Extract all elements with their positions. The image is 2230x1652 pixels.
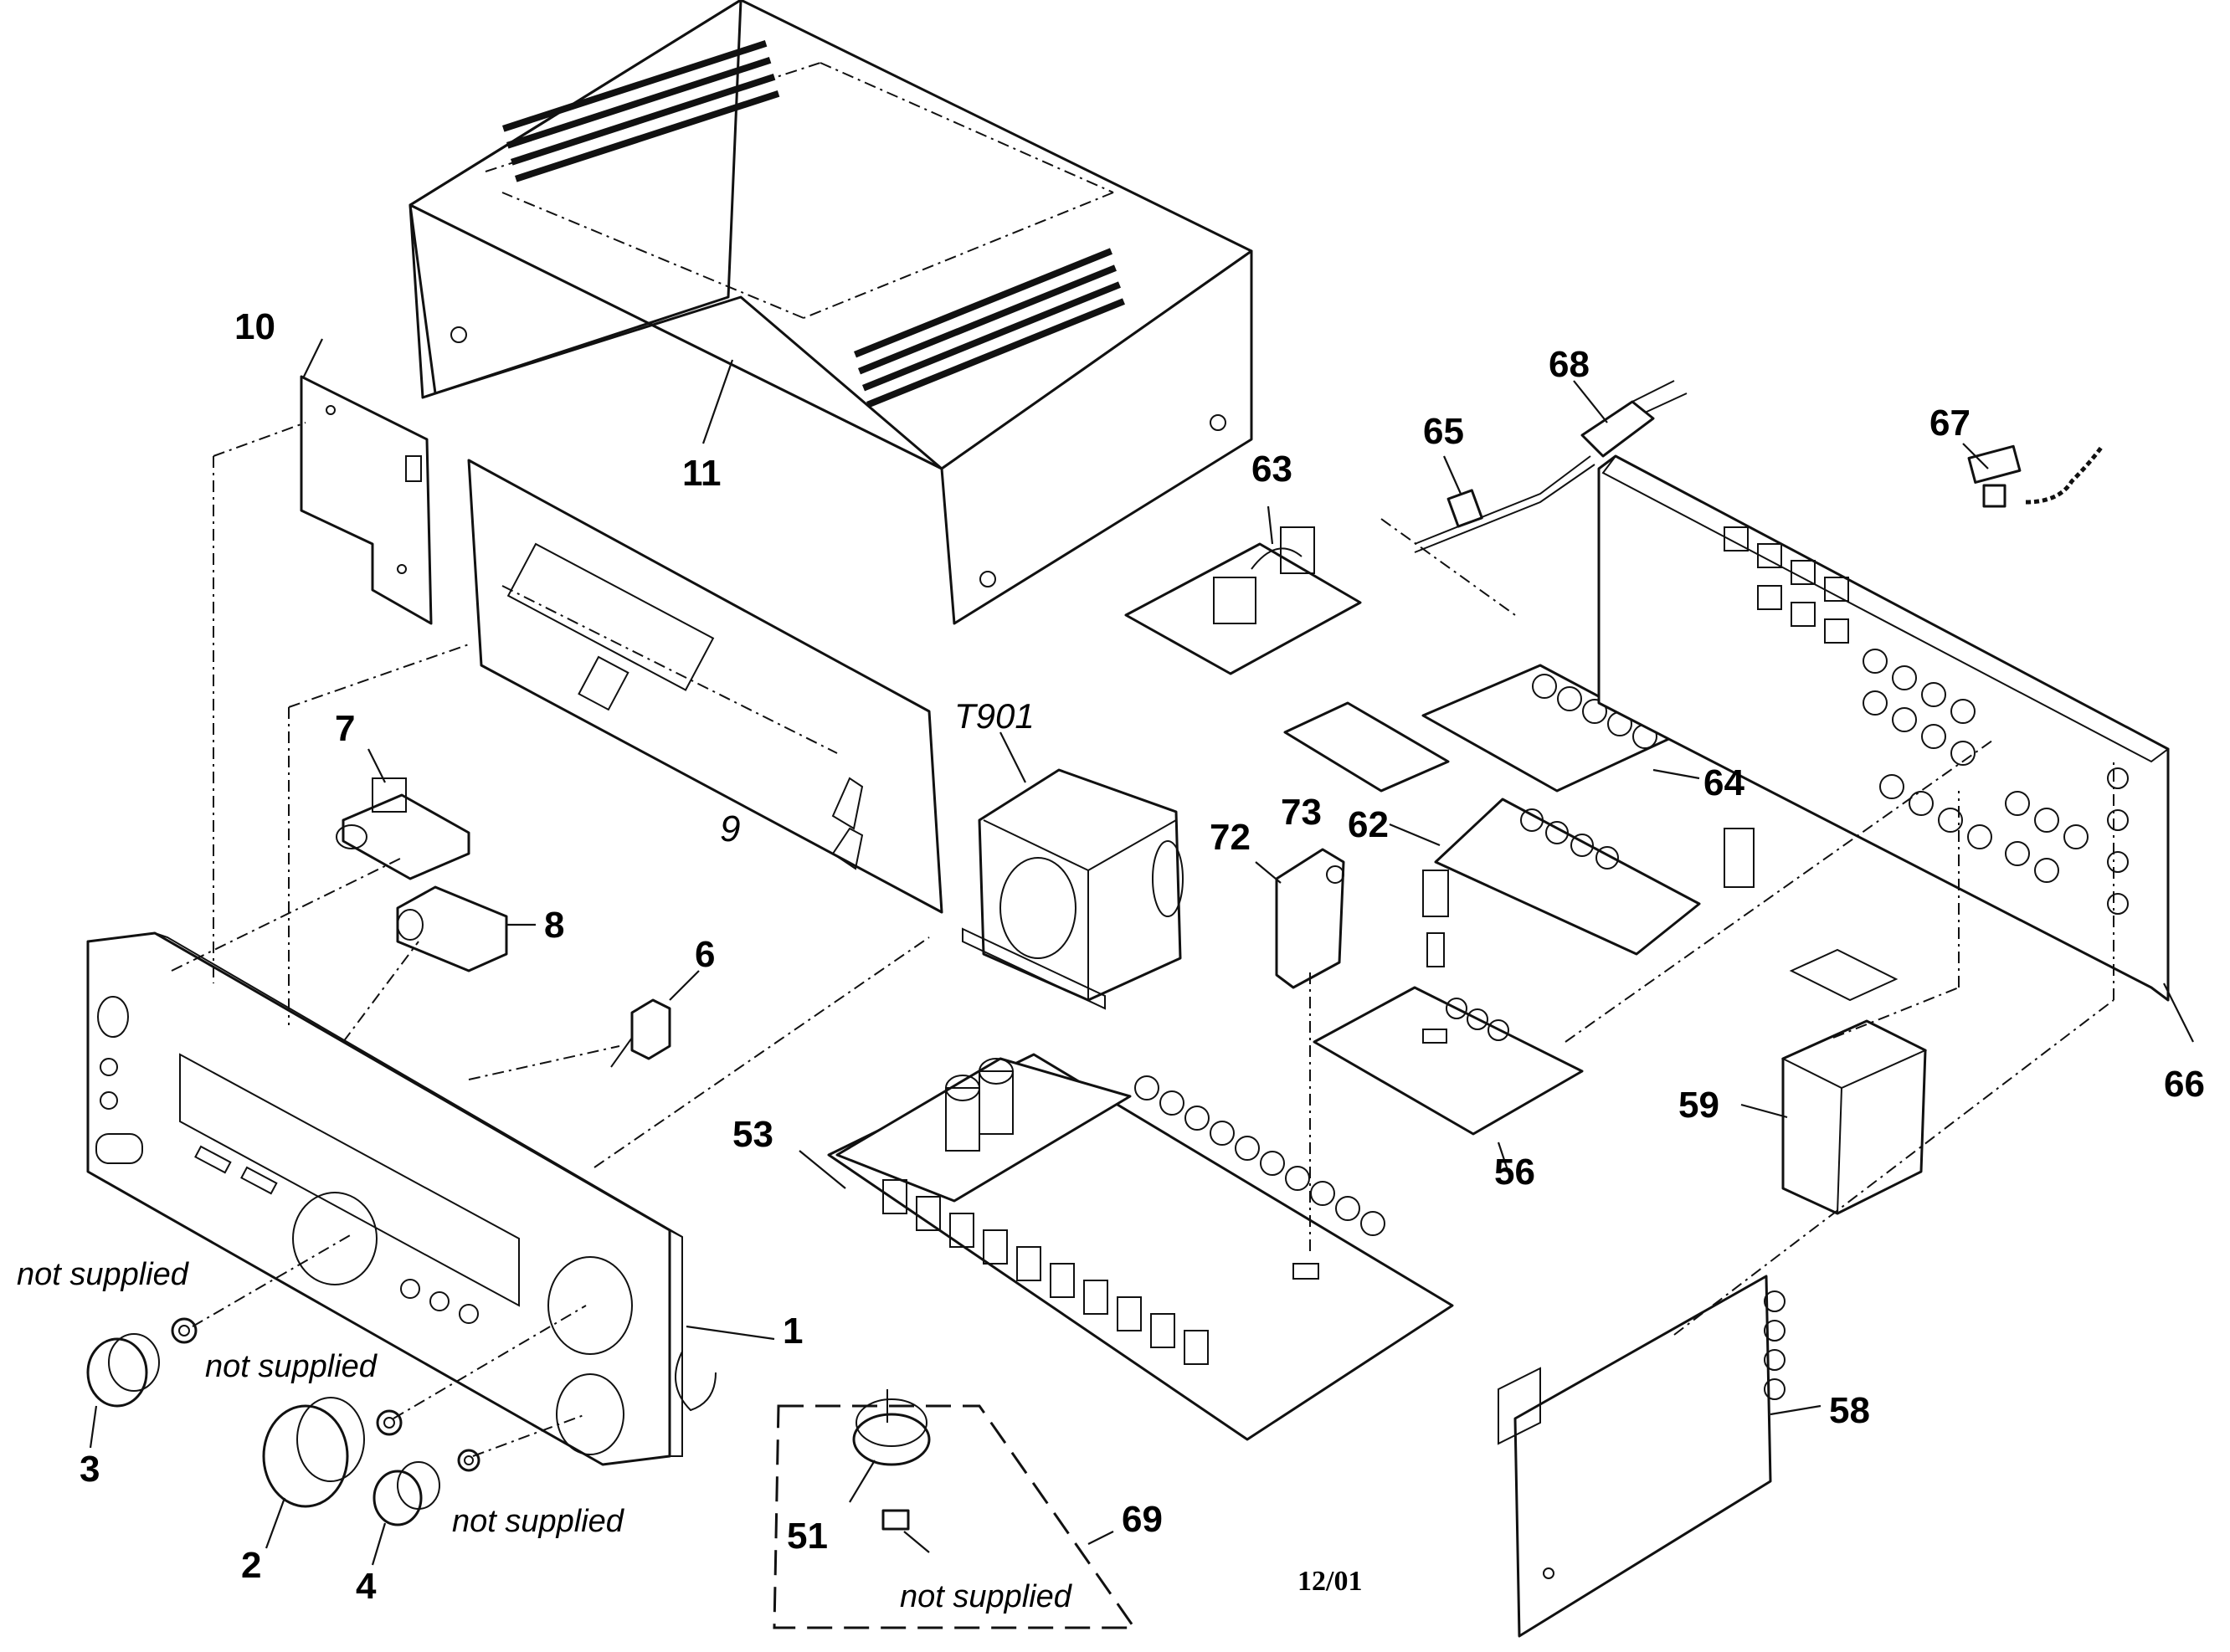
label-73: 73 <box>1281 792 1322 833</box>
label-3: 3 <box>80 1449 100 1490</box>
label-68: 68 <box>1549 344 1590 385</box>
label-11: 11 <box>682 453 722 494</box>
label-51: 51 <box>787 1516 828 1557</box>
front-panel-1 <box>86 931 775 1466</box>
knob-4 <box>371 1461 440 1566</box>
label-1: 1 <box>783 1311 803 1352</box>
switch-6 <box>610 970 700 1068</box>
note-not-supplied-3: not supplied <box>452 1504 625 1539</box>
label-58: 58 <box>1829 1390 1870 1431</box>
switch-8 <box>396 885 536 972</box>
notes: not supplied not supplied not supplied n… <box>17 1257 1362 1614</box>
note-not-supplied-4: not supplied <box>900 1579 1073 1614</box>
label-59: 59 <box>1678 1085 1719 1126</box>
rear-panel-66 <box>1597 454 2194 1043</box>
washer-2 <box>376 1409 403 1436</box>
power-amp-board-53 <box>799 1053 1454 1441</box>
label-67: 67 <box>1929 403 1971 444</box>
label-72: 72 <box>1210 817 1251 858</box>
label-65: 65 <box>1423 411 1464 452</box>
clamp-65 <box>1442 455 1483 528</box>
bracket-72 <box>1255 848 1345 989</box>
part-67 <box>1962 443 2103 508</box>
group-69-outline <box>773 1404 1137 1629</box>
pcb-63 <box>1124 505 1362 675</box>
transformer-t901 <box>962 731 1184 1010</box>
note-not-supplied-1: not supplied <box>17 1257 190 1292</box>
date-code: 12/01 <box>1297 1566 1362 1597</box>
washer-4 <box>457 1449 480 1472</box>
pcb-73 <box>1283 701 1450 793</box>
transistor-row <box>882 1179 1209 1365</box>
module-59 <box>1740 948 1928 1215</box>
part-51 <box>849 1389 931 1553</box>
label-2: 2 <box>241 1545 261 1586</box>
assembly-guide-lines <box>171 422 2114 1336</box>
pcb-56 <box>1313 870 1584 1181</box>
part-labels: 1 2 3 4 6 7 8 9 10 11 51 53 56 58 59 62 … <box>80 306 2205 1607</box>
washer-3 <box>171 1317 198 1344</box>
label-4: 4 <box>356 1566 377 1607</box>
switch-7 <box>336 748 470 880</box>
pcb-58 <box>1498 1275 1822 1638</box>
label-7: 7 <box>335 708 355 749</box>
vent-slots-rear <box>502 40 780 182</box>
knob-2 <box>262 1397 365 1549</box>
label-53: 53 <box>732 1114 773 1155</box>
note-not-supplied-2: not supplied <box>205 1349 378 1384</box>
label-63: 63 <box>1251 449 1292 490</box>
label-8: 8 <box>544 905 564 946</box>
vent-slots-front <box>853 248 1125 408</box>
label-62: 62 <box>1348 804 1389 845</box>
rear-jacks <box>1724 526 2129 915</box>
label-56: 56 <box>1494 1152 1535 1193</box>
pcb-62 <box>1389 798 1755 956</box>
label-9: 9 <box>720 808 740 849</box>
label-64: 64 <box>1703 762 1744 803</box>
pcb-10 <box>300 338 433 625</box>
knob-3 <box>86 1333 160 1449</box>
top-cover <box>408 0 1253 625</box>
label-66: 66 <box>2164 1064 2205 1105</box>
label-69: 69 <box>1122 1499 1163 1540</box>
display-pcb-9 <box>467 459 943 914</box>
power-cord-68 <box>1414 380 1688 553</box>
label-10: 10 <box>234 306 275 347</box>
label-t901: T901 <box>954 696 1035 736</box>
label-6: 6 <box>695 934 715 975</box>
